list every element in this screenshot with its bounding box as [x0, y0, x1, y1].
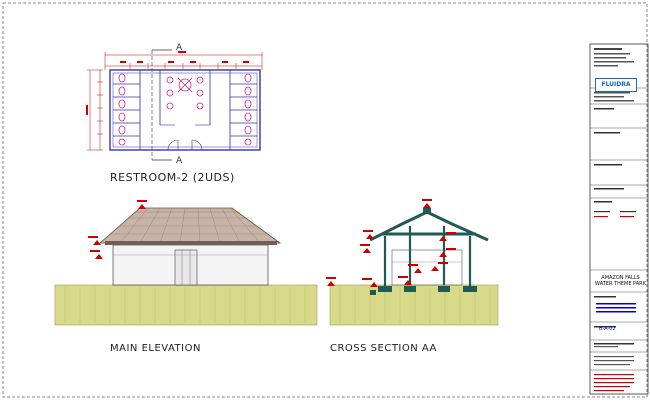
project-name-line2: WATER THEME PARK: [595, 281, 646, 287]
elevation-entrance: [174, 249, 198, 286]
main-elevation: [54, 200, 318, 326]
elevation-roof: [98, 207, 282, 244]
restroom-plan-title: RESTROOM-2 (2UDS): [110, 171, 235, 184]
titleblock: FLUIDRA AMAZON FALLS WATER THEME PARK B-…: [591, 44, 650, 394]
restroom-plan: [86, 49, 263, 161]
plan-left-dimensions: [87, 69, 103, 151]
elevation-level-markers: [88, 200, 147, 259]
elevation-ground: [54, 284, 318, 326]
section-level-markers: [326, 199, 456, 287]
titleblock-detail-lines: [594, 48, 636, 392]
titleblock-dividers: [590, 87, 648, 371]
cross-section-title: CROSS SECTION AA: [330, 343, 437, 354]
plan-dim-figures: [86, 51, 249, 115]
sheet-border: [2, 2, 648, 398]
project-name: AMAZON FALLS WATER THEME PARK: [591, 275, 650, 287]
section-marker-top: A: [176, 43, 183, 53]
sheet-number: B-A-02: [599, 326, 616, 332]
section-marker-bottom: A: [176, 156, 183, 166]
project-name-line1: AMAZON FALLS: [601, 275, 640, 281]
section-roof-frame: [369, 210, 489, 242]
company-logo: FLUIDRA: [595, 78, 637, 92]
titleblock-frame: [589, 43, 649, 395]
main-elevation-title: MAIN ELEVATION: [110, 343, 201, 354]
plan-partitions: [113, 70, 257, 150]
cross-section: [326, 199, 499, 326]
plan-fixtures: [118, 73, 252, 146]
plan-top-dimensions: [104, 52, 263, 70]
plan-doors: [160, 124, 210, 151]
plan-outer-wall: [109, 69, 261, 151]
